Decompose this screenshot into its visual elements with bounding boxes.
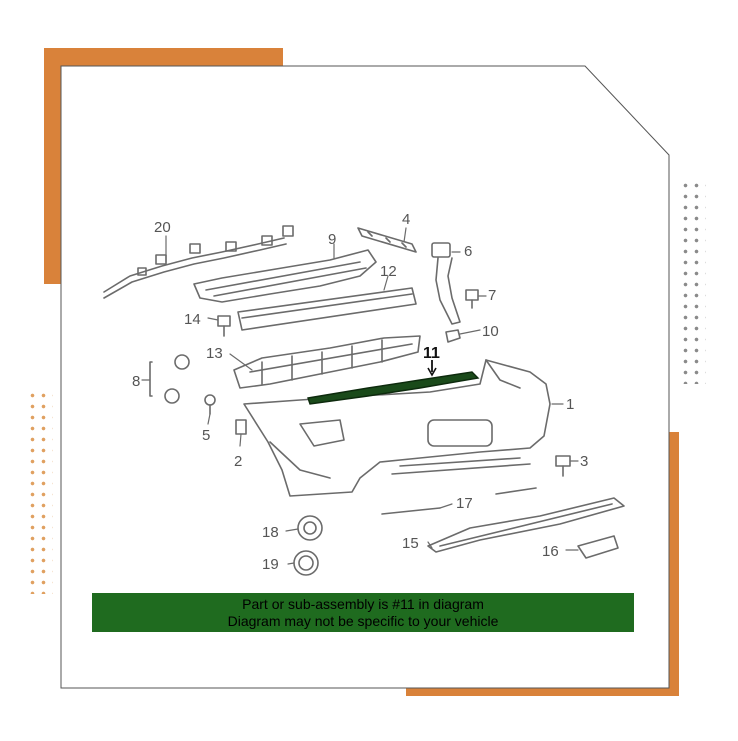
callout-15: 15 bbox=[402, 535, 419, 552]
callout-8: 8 bbox=[132, 373, 140, 390]
bumper-cover-part bbox=[243, 359, 551, 497]
banner-line-2: Diagram may not be specific to your vehi… bbox=[227, 613, 499, 629]
callout-16: 16 bbox=[542, 543, 559, 560]
callout-10: 10 bbox=[482, 323, 499, 340]
fastener-7 bbox=[465, 289, 479, 309]
lower-bracket-part bbox=[577, 535, 619, 559]
callout-13: 13 bbox=[206, 345, 223, 362]
callout-17: 17 bbox=[456, 495, 473, 512]
accent-frame-bottom bbox=[406, 686, 679, 696]
lower-valance-part bbox=[427, 497, 625, 553]
callout-7: 7 bbox=[488, 287, 496, 304]
callout-2: 2 bbox=[234, 453, 242, 470]
leader-lines bbox=[141, 227, 579, 565]
upper-reinforcement-part bbox=[193, 249, 377, 303]
callout-1: 1 bbox=[566, 396, 574, 413]
fastener-2 bbox=[235, 419, 247, 435]
accent-frame-left bbox=[44, 48, 62, 284]
callout-20: 20 bbox=[154, 219, 171, 236]
info-banner: Part or sub-assembly is #11 in diagram D… bbox=[92, 593, 634, 632]
dot-grid-left bbox=[27, 390, 53, 594]
callout-9: 9 bbox=[328, 231, 336, 248]
dot-grid-right bbox=[680, 180, 706, 384]
energy-absorber-part bbox=[233, 335, 421, 389]
callout-4: 4 bbox=[402, 211, 410, 228]
fastener-5 bbox=[204, 394, 216, 415]
impact-bar-part bbox=[237, 287, 417, 331]
bracket-part bbox=[357, 227, 417, 253]
callout-11: 11 bbox=[423, 345, 440, 362]
accent-frame-right bbox=[669, 432, 679, 696]
wiring-harness-part bbox=[103, 225, 294, 299]
fastener-10 bbox=[445, 329, 461, 343]
callout-6: 6 bbox=[464, 243, 472, 260]
banner-line-1: Part or sub-assembly is #11 in diagram bbox=[242, 596, 484, 612]
accent-frame-top bbox=[44, 48, 283, 66]
clip-part bbox=[149, 354, 190, 404]
sensor-bezel-part bbox=[293, 550, 319, 576]
callout-18: 18 bbox=[262, 524, 279, 541]
side-bracket-part bbox=[431, 242, 461, 325]
callout-14: 14 bbox=[184, 311, 201, 328]
fastener-3 bbox=[555, 455, 571, 477]
callout-19: 19 bbox=[262, 556, 279, 573]
callout-12: 12 bbox=[380, 263, 397, 280]
parking-sensor-part bbox=[297, 515, 323, 541]
highlighted-part-11 bbox=[307, 360, 480, 405]
callout-5: 5 bbox=[202, 427, 210, 444]
fastener-14 bbox=[217, 315, 231, 337]
trim-strip-part bbox=[381, 487, 537, 515]
callout-3: 3 bbox=[580, 453, 588, 470]
